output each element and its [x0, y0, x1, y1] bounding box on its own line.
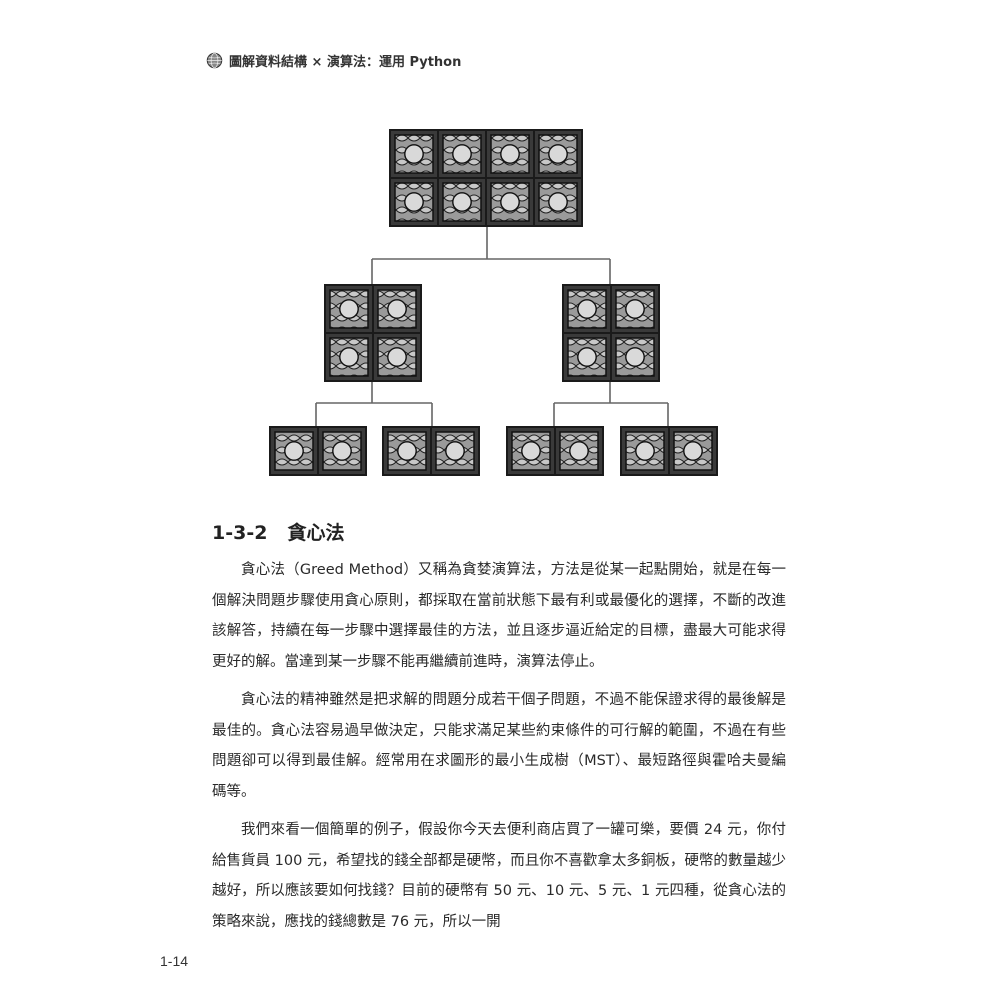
- taurus-tile-icon: [326, 334, 372, 380]
- paragraph: 貪心法的精神雖然是把求解的問題分成若干個子問題，不過不能保證求得的最後解是最佳的…: [212, 692, 786, 800]
- taurus-tile-icon: [564, 286, 610, 332]
- taurus-tile-icon: [487, 131, 533, 177]
- aquarius-tile-icon: [326, 286, 372, 332]
- capricorn-tile-icon: [384, 428, 430, 474]
- abstract-tile-icon: [374, 334, 420, 380]
- divide-and-conquer-diagram: [269, 129, 718, 476]
- running-header: 圖解資料結構 × 演算法：運用 Python: [206, 50, 461, 70]
- pisces-tile-icon: [670, 428, 716, 474]
- body-text: 貪心法（Greed Method）又稱為貪婪演算法，方法是從某一起點開始，就是在…: [212, 555, 786, 945]
- paragraph: 我們來看一個簡單的例子，假設你今天去便利商店買了一罐可樂，要價 24 元，你付給…: [212, 822, 786, 930]
- header-title: 圖解資料結構 × 演算法：運用 Python: [229, 54, 462, 70]
- leo-tile-icon: [439, 179, 485, 225]
- cancer-tile-icon: [439, 131, 485, 177]
- aries-tile-icon: [622, 428, 668, 474]
- abstract-tile-icon: [556, 428, 602, 474]
- aries-tile-icon: [487, 179, 533, 225]
- globe-icon: [206, 52, 223, 68]
- capricorn-tile-icon: [391, 179, 437, 225]
- leo-tile-icon: [612, 334, 658, 380]
- section-heading: 1-3-2 貪心法: [212, 518, 344, 545]
- paragraph: 貪心法（Greed Method）又稱為貪婪演算法，方法是從某一起點開始，就是在…: [212, 562, 786, 670]
- abstract-tile-icon: [612, 286, 658, 332]
- capricorn-tile-icon: [564, 334, 610, 380]
- section-title: 貪心法: [287, 522, 345, 544]
- aquarius-tile-icon: [271, 428, 317, 474]
- tree-connectors: [315, 224, 669, 428]
- leo-tile-icon: [432, 428, 478, 474]
- section-number: 1-3-2: [212, 522, 268, 544]
- taurus-tile-icon: [508, 428, 554, 474]
- cancer-tile-icon: [319, 428, 365, 474]
- cancer-tile-icon: [374, 286, 420, 332]
- pisces-tile-icon: [535, 179, 581, 225]
- abstract-tile-icon: [535, 131, 581, 177]
- aquarius-tile-icon: [391, 131, 437, 177]
- page-number: 1-14: [160, 953, 189, 969]
